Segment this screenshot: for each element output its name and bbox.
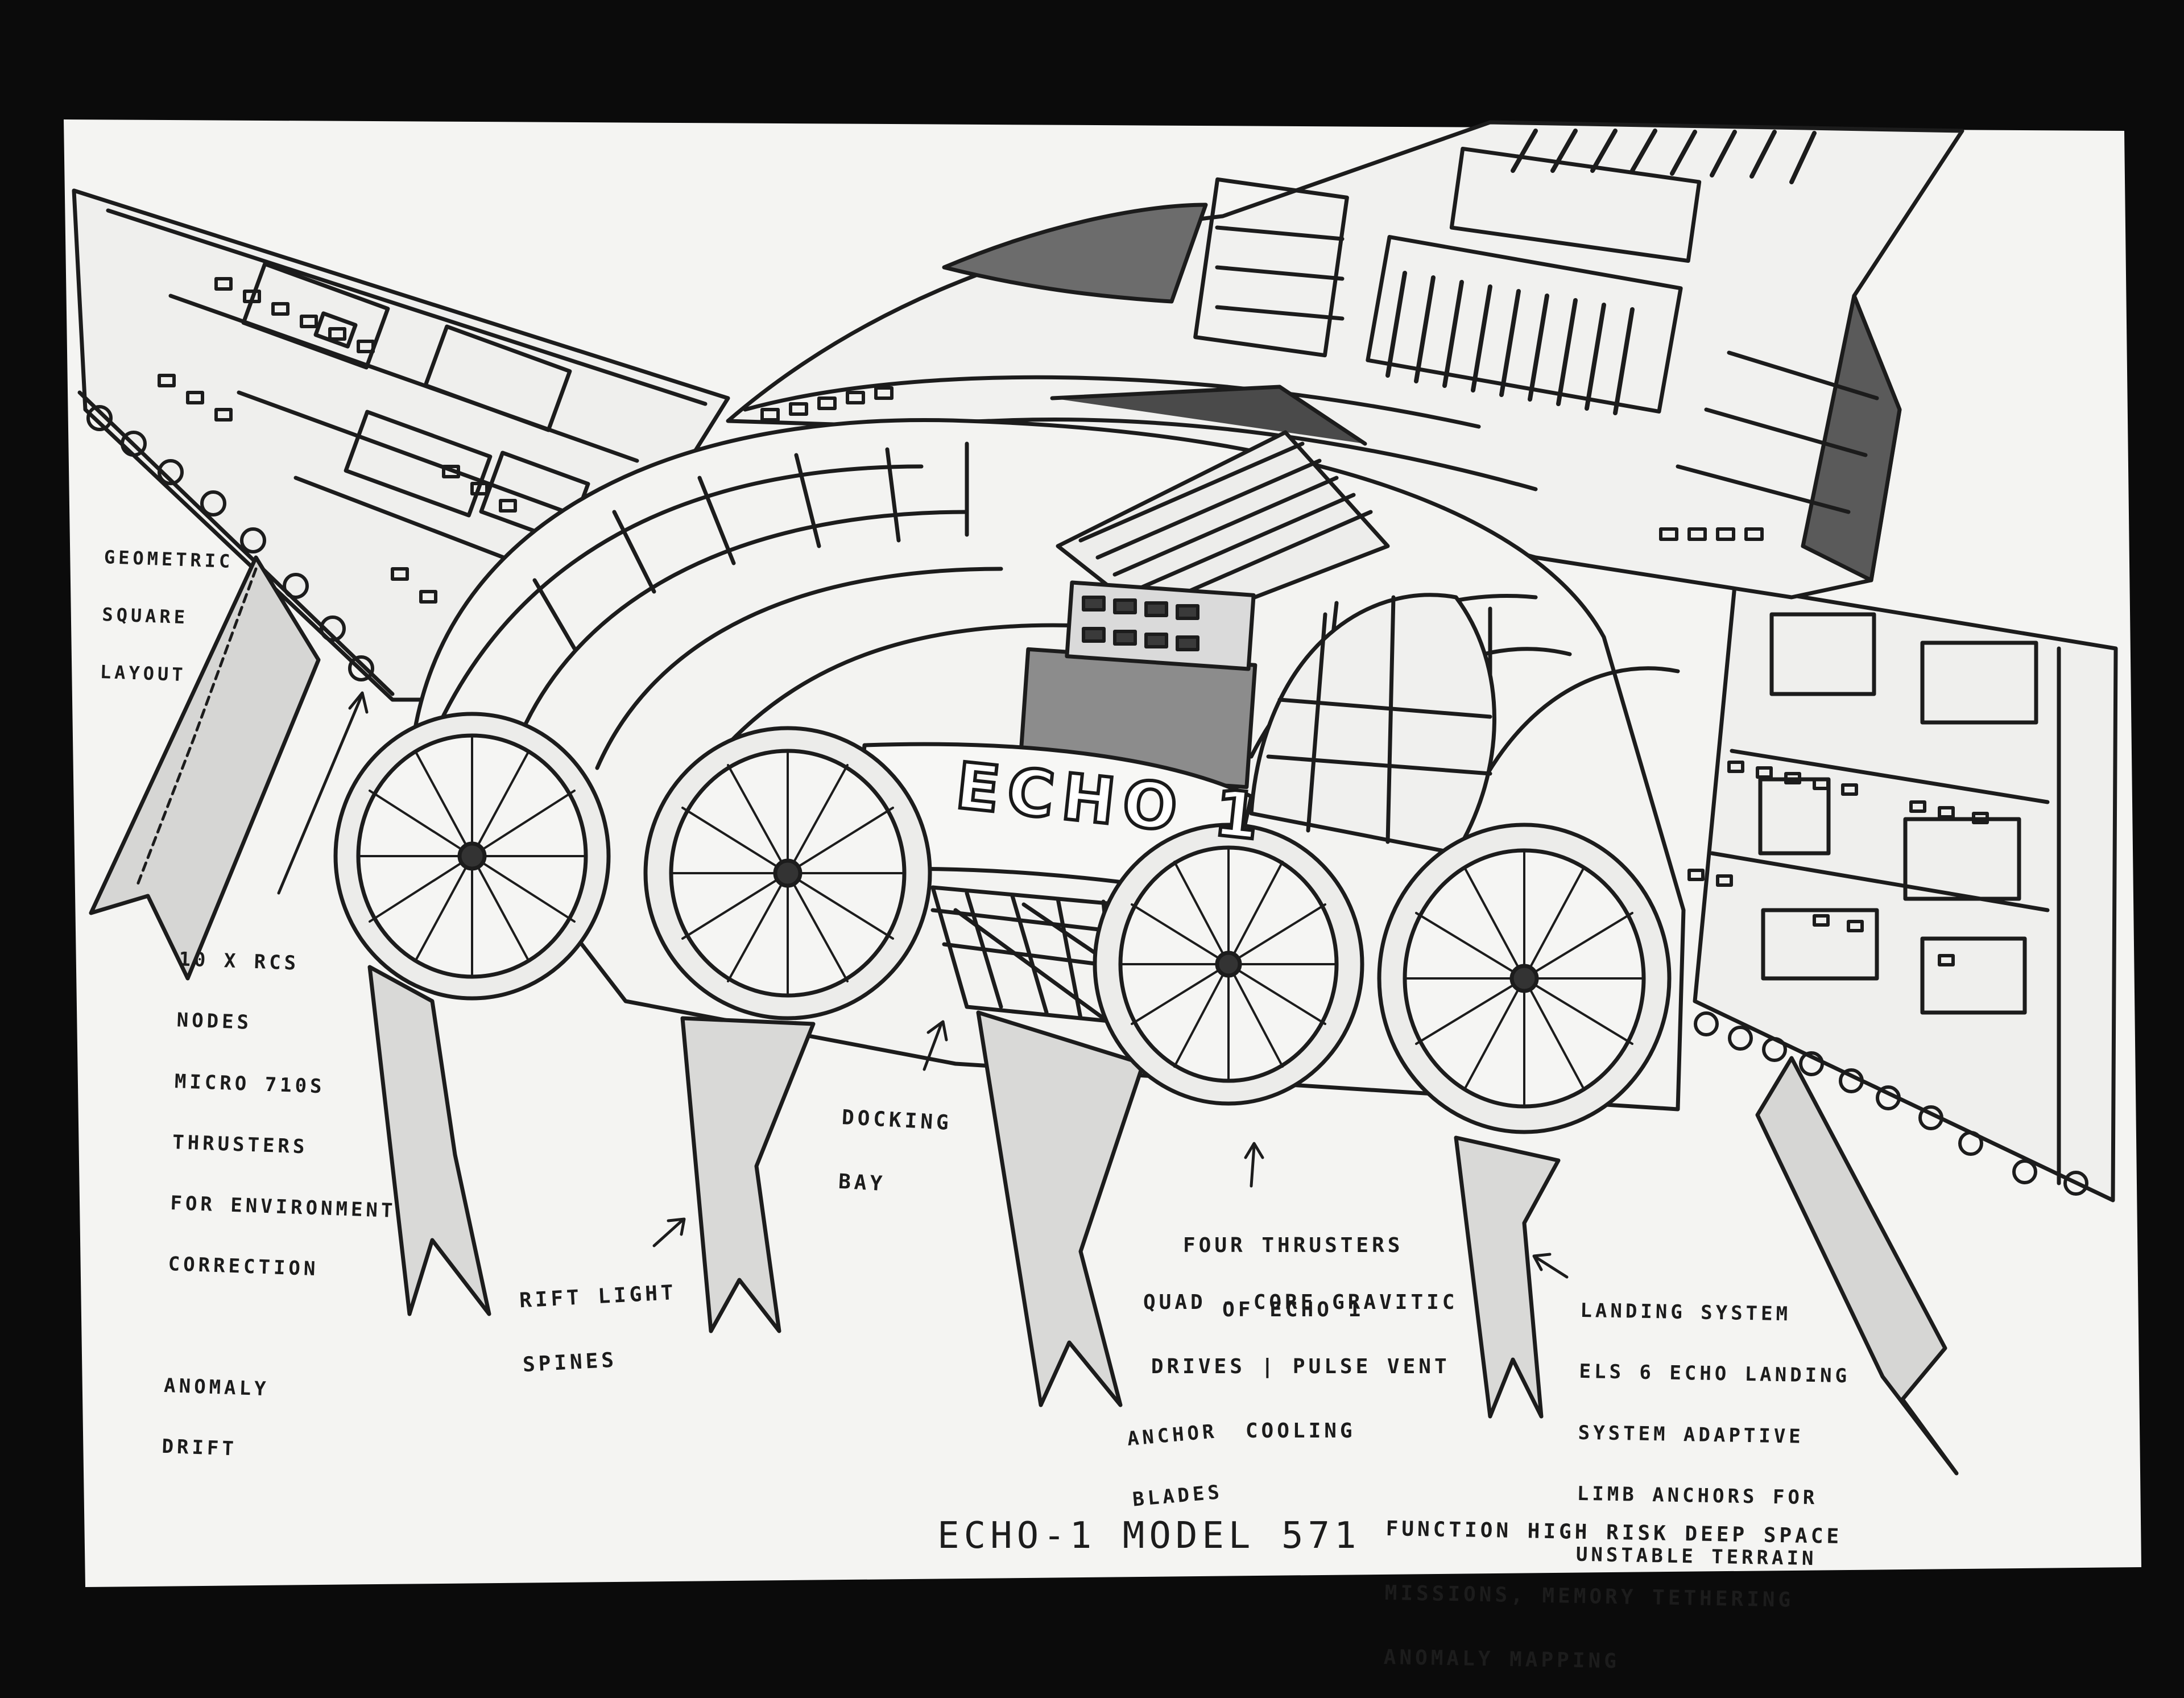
annotation-docking-bay: DOCKING BAY: [838, 1105, 953, 1196]
anchor-blades: [367, 965, 1561, 1419]
thruster-1: [333, 712, 611, 1001]
annotation-function: FUNCTION HIGH RISK DEEP SPACE MISSIONS, …: [1383, 1517, 1843, 1674]
thruster-3: [1093, 823, 1364, 1106]
annotation-rcs-nodes: 10 X RCS NODES MICRO 710S THRUSTERS FOR …: [161, 948, 397, 1461]
sketch-title: ECHO-1 MODEL 571: [937, 1515, 1361, 1557]
leader-arrows: [277, 691, 1569, 1279]
annotation-rift-light-spines: RIFT LIGHT SPINES: [519, 1280, 677, 1377]
annotation-geometric-layout: GEOMETRIC SQUARE LAYOUT: [100, 546, 234, 685]
right-wing: [1687, 584, 2118, 1476]
sketch-canvas: [64, 119, 2141, 1587]
thruster-2: [643, 726, 932, 1021]
annotation-four-thrusters: FOUR THRUSTERS OF ECHO 1: [1183, 1233, 1404, 1321]
thruster-4: [1377, 823, 1672, 1134]
annotation-quad-core-drives: QUAD - CORE GRAVITIC DRIVES | PULSE VENT…: [1143, 1290, 1458, 1443]
